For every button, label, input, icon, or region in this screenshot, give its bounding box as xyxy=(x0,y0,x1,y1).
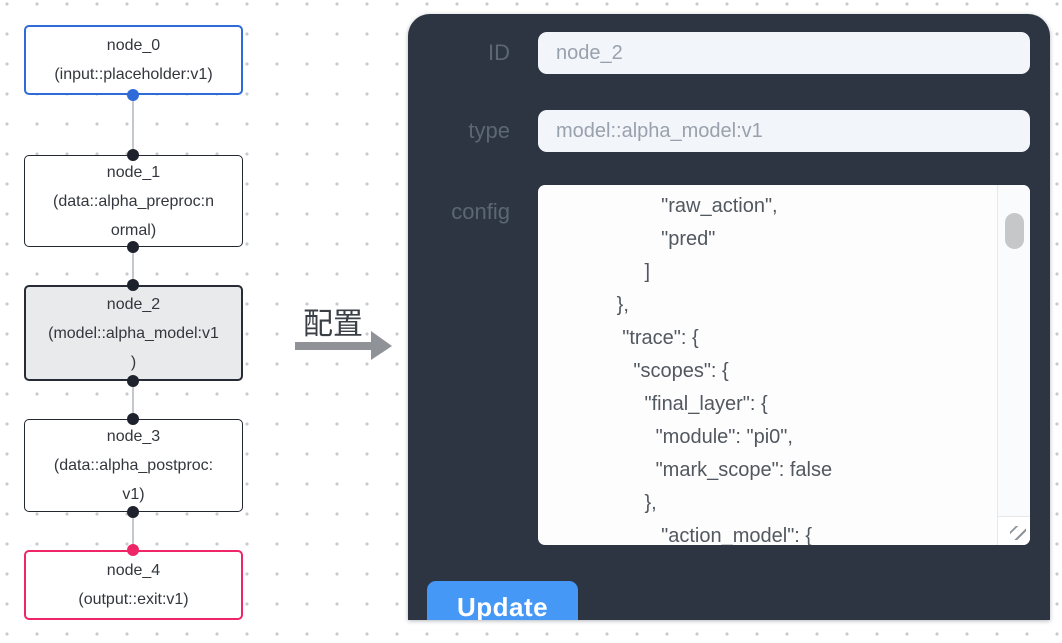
port-node3-output[interactable] xyxy=(127,506,139,518)
configure-label: 配置 xyxy=(303,308,363,341)
edge-node1-node2[interactable] xyxy=(132,247,134,285)
node-subtitle: (input::placeholder:v1) xyxy=(54,66,213,83)
update-button[interactable]: Update xyxy=(427,581,578,620)
node-subtitle: (data::alpha_preproc:n ormal) xyxy=(53,192,214,239)
port-node2-input[interactable] xyxy=(127,279,139,291)
port-node1-output[interactable] xyxy=(127,241,139,253)
id-input[interactable] xyxy=(538,32,1030,74)
edge-node3-node4[interactable] xyxy=(132,512,134,550)
port-node0-output[interactable] xyxy=(127,89,139,101)
node-subtitle: (data::alpha_postproc: v1) xyxy=(53,457,214,503)
node-title: node_0 xyxy=(106,37,161,54)
node-subtitle: (output::exit:v1) xyxy=(78,591,189,608)
node-title: node_4 xyxy=(106,562,161,579)
edge-node0-node1[interactable] xyxy=(132,95,134,155)
scrollbar-track[interactable] xyxy=(997,185,1030,545)
node-title: node_3 xyxy=(106,428,161,445)
flow-node-node_3[interactable]: node_3 (data::alpha_postproc: v1) xyxy=(24,419,243,512)
type-input[interactable] xyxy=(538,110,1030,152)
flow-node-node_1[interactable]: node_1 (data::alpha_preproc:n ormal) xyxy=(24,155,243,247)
port-node3-input[interactable] xyxy=(127,413,139,425)
type-field-label: type xyxy=(468,118,510,143)
textarea-corner xyxy=(997,516,1030,545)
flow-node-node_0[interactable]: node_0 (input::placeholder:v1) xyxy=(24,25,243,95)
node-config-panel: ID type config "raw_action", "pred" ] },… xyxy=(408,14,1050,620)
port-node4-input[interactable] xyxy=(127,544,139,556)
node-subtitle: (model::alpha_model:v1 ) xyxy=(48,324,219,371)
node-title: node_2 xyxy=(106,295,161,313)
port-node2-output[interactable] xyxy=(127,375,139,387)
edge-node2-node3[interactable] xyxy=(132,381,134,419)
flow-node-node_4[interactable]: node_4 (output::exit:v1) xyxy=(24,550,243,620)
flow-node-node_2-selected[interactable]: node_2 (model::alpha_model:v1 ) xyxy=(24,285,243,381)
right-arrow-icon xyxy=(295,331,392,360)
port-node1-input[interactable] xyxy=(127,149,139,161)
scrollbar-thumb[interactable] xyxy=(1005,213,1024,249)
config-json-text: "raw_action", "pred" ] }, "trace": { "sc… xyxy=(616,195,833,545)
config-field-label: config xyxy=(451,199,510,224)
config-textarea[interactable]: "raw_action", "pred" ] }, "trace": { "sc… xyxy=(538,185,1030,545)
node-title: node_1 xyxy=(106,163,161,181)
resize-handle-icon[interactable] xyxy=(1010,526,1026,540)
id-field-label: ID xyxy=(488,40,510,65)
